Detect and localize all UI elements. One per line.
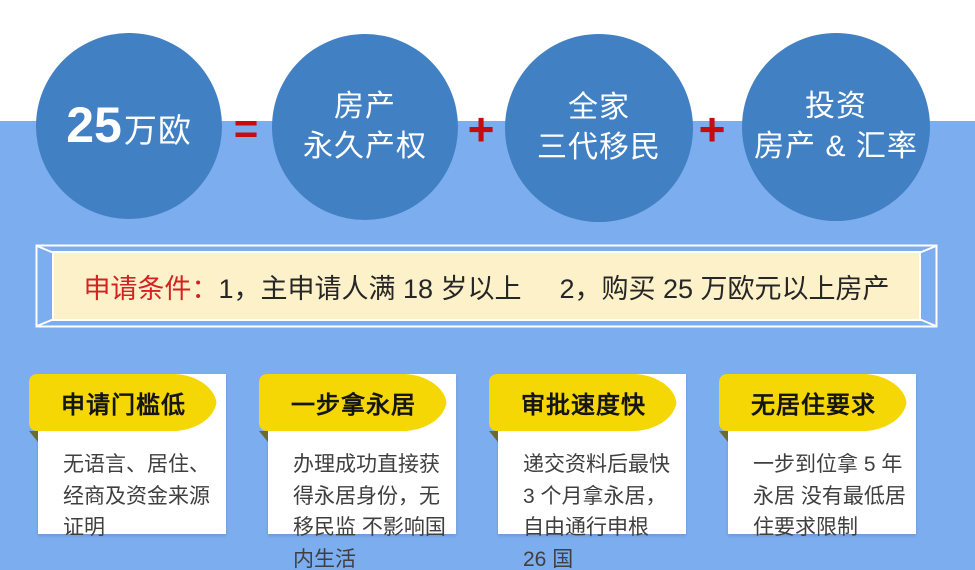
card-body-text: 办理成功直接获得永居身份，无移民监 不影响国内生活 <box>293 453 446 570</box>
benefit-card: 一步拿永居 办理成功直接获得永居身份，无移民监 不影响国内生活 <box>259 374 456 570</box>
card-title: 一步拿永居 <box>291 392 416 419</box>
amount-text: 25 <box>66 97 122 154</box>
ribbon-fold <box>29 431 38 442</box>
ribbon-fold <box>259 431 268 442</box>
conditions-text: 申请条件： 1，主申请人满 18 岁以上 2，购买 25 万欧元以上房产 <box>53 252 920 320</box>
condition-2: 2，购买 25 万欧元以上房产 <box>559 273 890 304</box>
plus-operator: + <box>467 103 495 155</box>
card-title-ribbon: 申请门槛低 <box>29 374 217 431</box>
banner-3d-frame <box>35 244 938 328</box>
circle-property-ownership: 房产 永久产权 <box>272 34 458 220</box>
card-body-text: 无语言、居住、经商及资金来源证明 <box>63 453 210 539</box>
unit-text: 万欧 <box>123 112 192 150</box>
condition-1: 1，主申请人满 18 岁以上 <box>218 273 522 304</box>
conditions-banner: 申请条件： 1，主申请人满 18 岁以上 2，购买 25 万欧元以上房产 <box>35 244 938 328</box>
plus-operator: + <box>698 103 726 155</box>
card-title: 申请门槛低 <box>61 392 186 419</box>
card-title: 审批速度快 <box>521 392 646 419</box>
benefit-card: 无居住要求 一步到位拿 5 年永居 没有最低居住要求限制 <box>719 374 916 539</box>
conditions-label: 申请条件： <box>83 273 219 304</box>
ribbon-shape <box>489 374 677 431</box>
circle-text-line: 房产 & 汇率 <box>754 130 918 163</box>
card-title-ribbon: 一步拿永居 <box>259 374 447 431</box>
ribbon-fold <box>719 431 728 442</box>
benefit-card: 申请门槛低 无语言、居住、经商及资金来源证明 <box>29 374 226 539</box>
circle-text-line: 投资 <box>805 89 867 123</box>
circle-text-line: 房产 <box>334 89 396 123</box>
circle-text-line: 全家 <box>568 90 630 124</box>
ribbon-shape <box>259 374 447 431</box>
card-title: 无居住要求 <box>751 392 876 419</box>
card-title-ribbon: 审批速度快 <box>489 374 677 431</box>
equals-operator: = <box>233 105 259 152</box>
circle-text-line: 永久产权 <box>303 130 427 163</box>
circle-text-line: 三代移民 <box>537 131 661 164</box>
card-body-text: 递交资料后最快 3 个月拿永居，自由通行申根 26 国 <box>523 453 670 570</box>
card-body-text: 一步到位拿 5 年永居 没有最低居住要求限制 <box>753 453 906 539</box>
ribbon-fold <box>489 431 498 442</box>
circle-investment-return: 投资 房产 & 汇率 <box>742 33 930 221</box>
card-title-ribbon: 无居住要求 <box>719 374 907 431</box>
ribbon-shape <box>719 374 907 431</box>
ribbon-shape <box>29 374 217 431</box>
benefit-card: 审批速度快 递交资料后最快 3 个月拿永居，自由通行申根 26 国 <box>489 374 686 570</box>
circle-family-immigration: 全家 三代移民 <box>505 34 693 222</box>
